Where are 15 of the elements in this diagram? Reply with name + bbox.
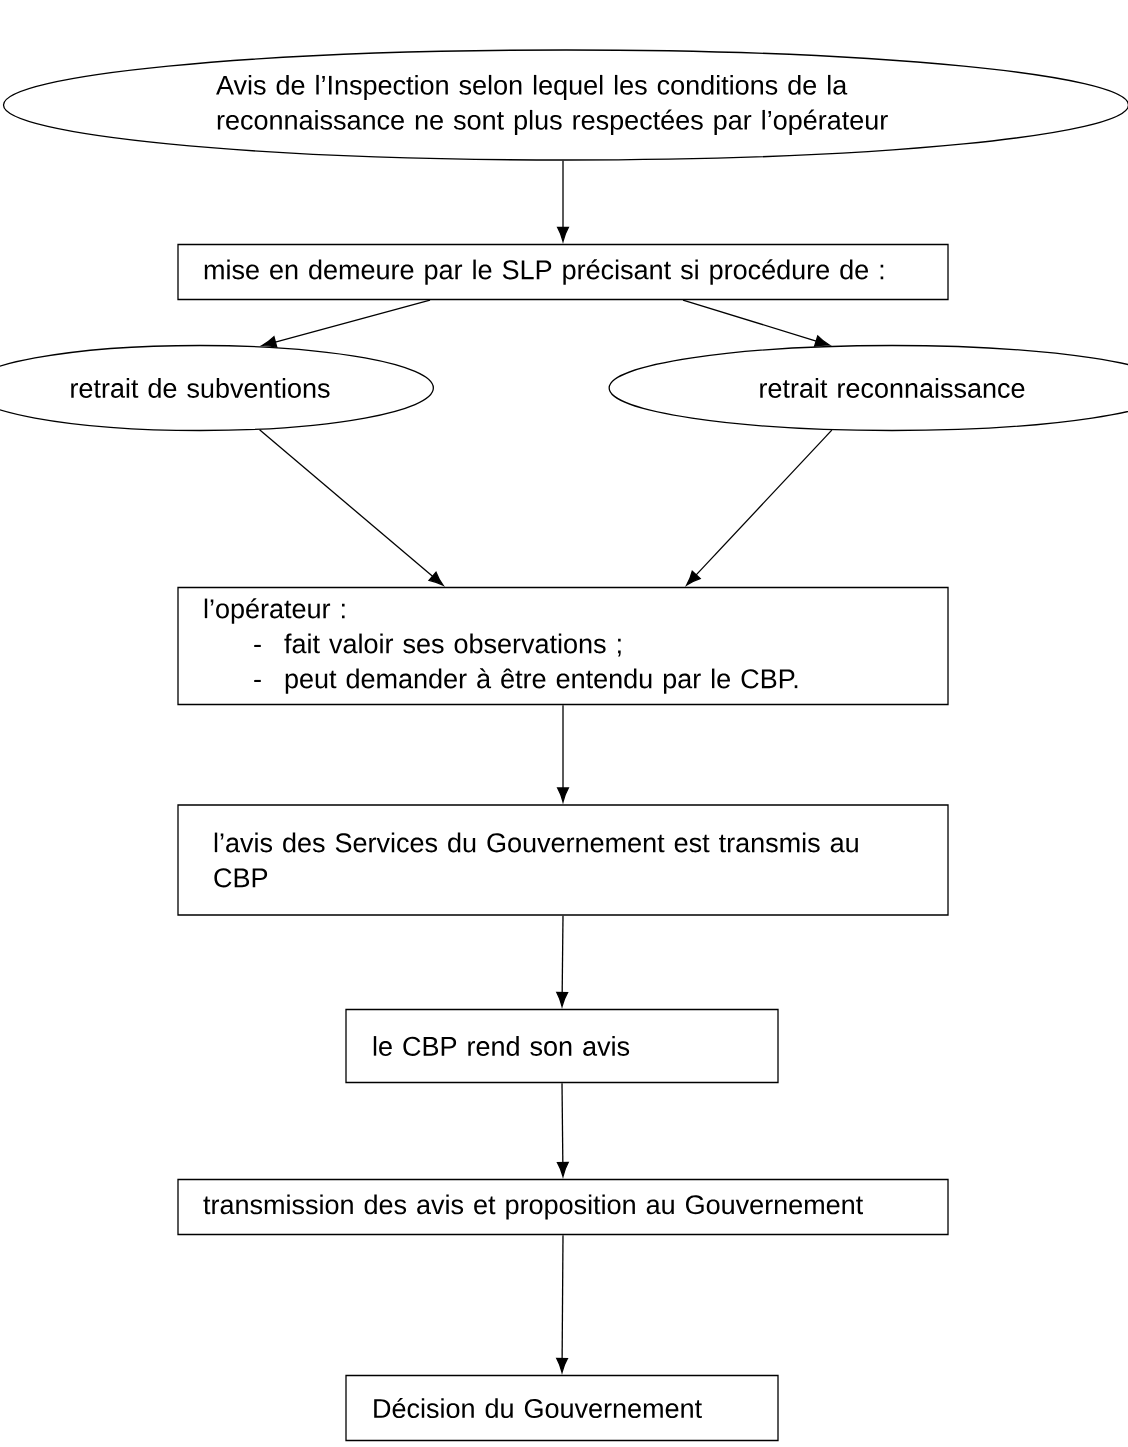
process-box: l’opérateur : - fait valoir ses observations ; - peut demander à être entendu par le CBP. bbox=[177, 586, 949, 706]
arrow bbox=[556, 1234, 569, 1373]
arrow bbox=[258, 429, 444, 586]
process-box: l’avis des Services du Gouvernement est transmis au CBP bbox=[177, 804, 949, 916]
arrow bbox=[557, 704, 569, 803]
process-box: mise en demeure par le SLP précisant si procédure de : bbox=[177, 243, 949, 301]
process-box: le CBP rend son avis bbox=[345, 1008, 779, 1084]
arrow bbox=[686, 429, 833, 586]
arrow bbox=[556, 915, 569, 1007]
arrow bbox=[556, 1082, 569, 1177]
arrow bbox=[261, 299, 431, 348]
process-box: Décision du Gouvernement bbox=[345, 1374, 779, 1442]
process-box: transmission des avis et proposition au Gouvernement bbox=[177, 1178, 949, 1236]
arrow bbox=[557, 160, 569, 242]
arrow bbox=[682, 299, 830, 347]
